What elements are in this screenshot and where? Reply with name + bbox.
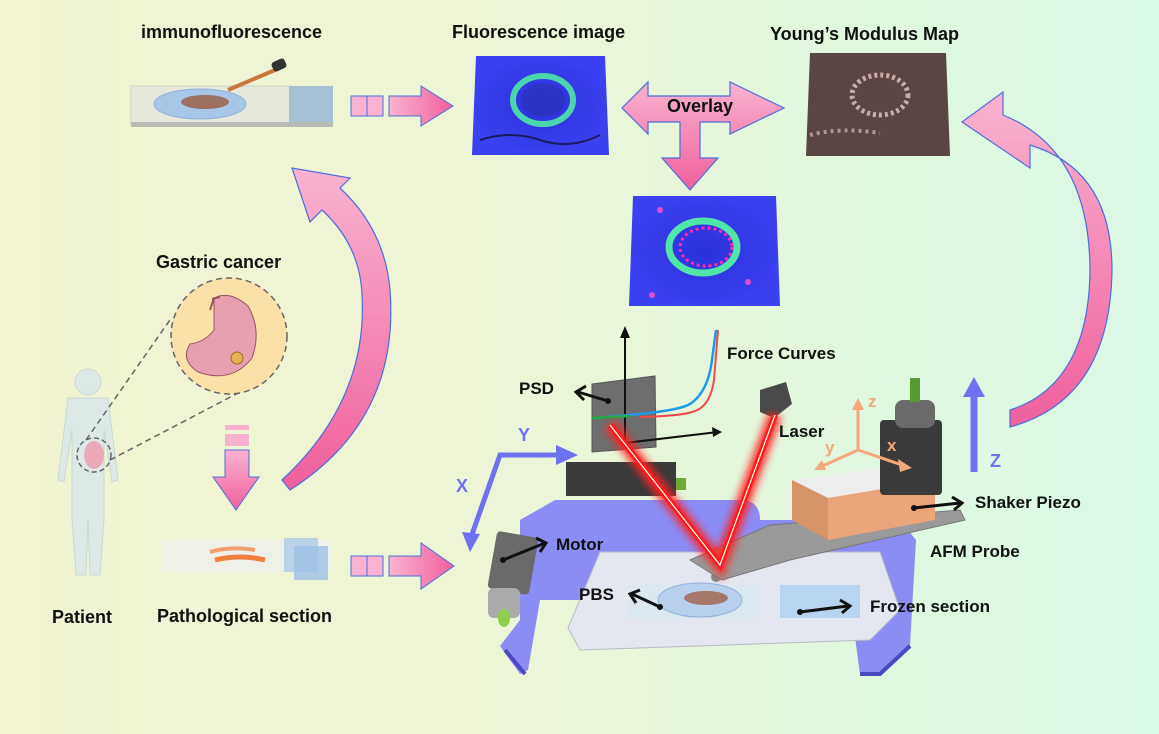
motor — [487, 531, 539, 627]
label-immunofluorescence: immunofluorescence — [141, 22, 323, 42]
label-fluorescence-image: Fluorescence image — [452, 22, 626, 42]
arrow-if-to-fluorescence — [350, 85, 454, 127]
axis-label-piezo-x: x — [887, 436, 897, 455]
youngs-modulus-map — [806, 53, 950, 156]
dropper-icon — [227, 58, 287, 92]
force-curve-approach — [593, 329, 718, 420]
overlay-image — [629, 196, 780, 306]
arrow-section-to-if — [281, 167, 392, 491]
axis-label-stage-y: Y — [518, 425, 531, 445]
label-pbs: PBS — [579, 585, 614, 604]
zoom-dashed-lines — [85, 316, 241, 461]
label-frozen-section: Frozen section — [870, 597, 990, 616]
force-curve-plot — [591, 326, 722, 448]
label-overlay: Overlay — [667, 96, 734, 116]
pointer-lines — [500, 384, 965, 615]
arrow-patient-to-section — [212, 425, 260, 511]
afm-probe-cantilever — [688, 509, 966, 581]
laser-beam — [604, 412, 782, 580]
label-force-curves: Force Curves — [727, 344, 836, 363]
overlay-arrow — [621, 80, 786, 191]
label-shaker-piezo: Shaker Piezo — [975, 493, 1081, 512]
immunofluorescence-slide — [130, 58, 333, 127]
piezo-holder — [880, 378, 942, 495]
axis-label-stage-z: Z — [990, 451, 1001, 471]
label-youngs-modulus-map: Young’s Modulus Map — [770, 24, 959, 44]
pathological-section-slide — [162, 538, 332, 580]
axis-label-stage-x: X — [456, 476, 469, 496]
stage-xy-axes — [462, 445, 578, 552]
label-patient: Patient — [52, 607, 113, 627]
label-psd: PSD — [519, 379, 554, 398]
label-afm-probe: AFM Probe — [930, 542, 1020, 561]
label-laser: Laser — [779, 422, 825, 441]
stage-z-axis — [963, 377, 985, 472]
arrow-afm-to-modulus — [960, 90, 1113, 428]
label-motor: Motor — [556, 535, 604, 554]
label-gastric-cancer: Gastric cancer — [156, 252, 282, 272]
stomach-illustration — [170, 277, 288, 395]
label-pathological-section: Pathological section — [157, 606, 333, 626]
axis-label-piezo-z: z — [868, 392, 877, 411]
axis-label-piezo-y: y — [825, 438, 835, 457]
piezo-xyz-axes — [814, 398, 912, 472]
arrow-section-to-afm — [350, 542, 455, 590]
patient-figure — [57, 368, 119, 576]
fluorescence-image — [472, 56, 609, 155]
laser-device — [760, 382, 792, 418]
force-curve-retract — [639, 329, 719, 418]
